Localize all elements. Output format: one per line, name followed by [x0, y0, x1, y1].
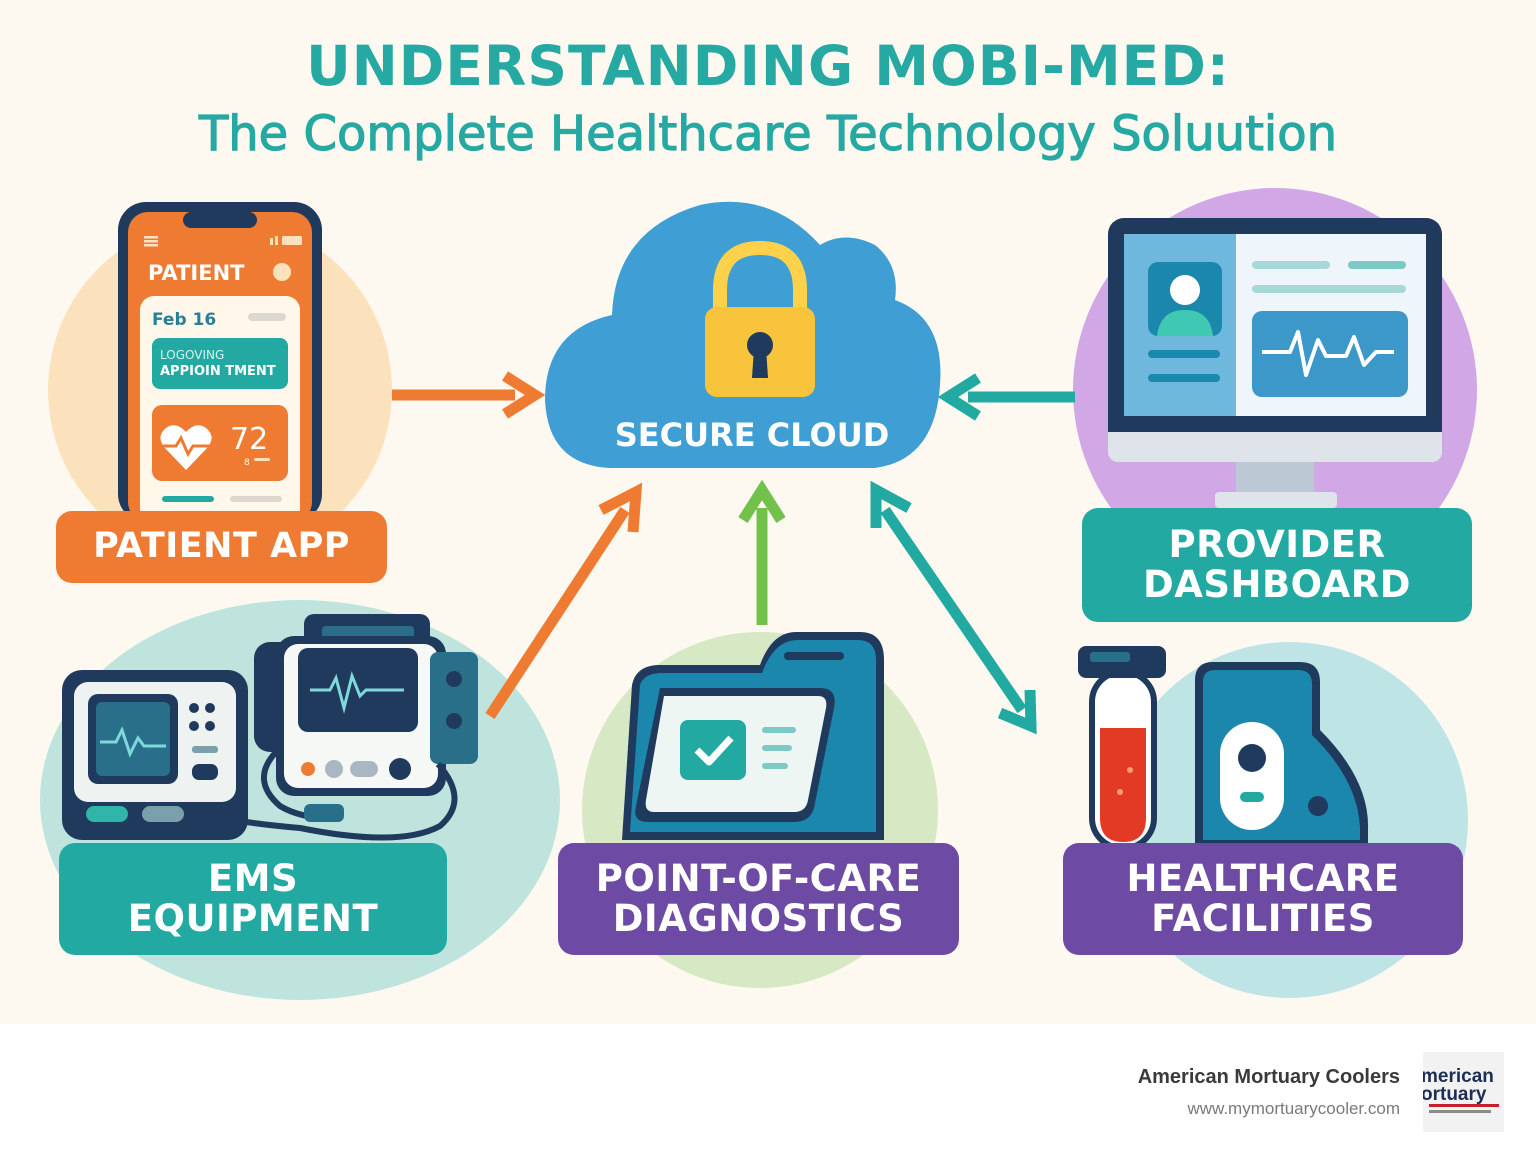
- defibrillator-icon: [199, 614, 478, 841]
- arrow-poc-to-cloud: [738, 479, 786, 625]
- infographic-canvas: SECURE CLOUD PATIENT Feb 16 LOGOVING APP…: [0, 0, 1536, 1024]
- check-icon: [680, 720, 746, 780]
- smartphone-icon: PATIENT Feb 16 LOGOVING APPIOIN TMENT 72…: [118, 202, 322, 522]
- analyzer-machine-icon: [1195, 662, 1369, 848]
- desktop-monitor-icon: [1108, 218, 1442, 508]
- patient-app-label: PATIENT APP: [56, 511, 387, 583]
- provider-dashboard-label-line2: DASHBOARD: [1143, 563, 1411, 606]
- point-of-care-label-line2: DIAGNOSTICS: [612, 897, 905, 940]
- heart-rate-sub: 8: [244, 458, 250, 468]
- company-logo: merican ortuary: [1423, 1052, 1504, 1132]
- logo-text-line2: ortuary: [1423, 1084, 1487, 1105]
- logo-text-line1: merican: [1423, 1066, 1494, 1087]
- patient-app-label-text: PATIENT APP: [93, 526, 350, 567]
- hub-label: SECURE CLOUD: [615, 416, 890, 454]
- ems-monitor-icon: [62, 670, 248, 840]
- ems-equipment-label-line2: EQUIPMENT: [127, 897, 379, 940]
- test-tube-icon: [1078, 646, 1166, 851]
- healthcare-facilities-label: HEALTHCARE FACILITIES: [1063, 843, 1463, 955]
- phone-date: Feb 16: [152, 310, 216, 330]
- logo-accent-bar: [1429, 1104, 1499, 1107]
- footer-url[interactable]: www.mymortuarycooler.com: [1187, 1099, 1400, 1118]
- healthcare-facilities-label-line1: HEALTHCARE: [1126, 857, 1400, 901]
- arrow-ems-to-cloud: [485, 482, 643, 720]
- point-of-care-label: POINT-OF-CARE DIAGNOSTICS: [558, 843, 959, 955]
- logo-tagline-bar: [1429, 1110, 1491, 1113]
- provider-dashboard-label: PROVIDER DASHBOARD: [1082, 508, 1472, 622]
- appointment-line2: APPIOIN TMENT: [160, 364, 276, 379]
- provider-dashboard-label-line1: PROVIDER: [1168, 523, 1386, 567]
- ems-equipment-label: EMS EQUIPMENT: [59, 843, 447, 955]
- secure-cloud-icon: SECURE CLOUD: [545, 201, 941, 469]
- point-of-care-label-line1: POINT-OF-CARE: [595, 857, 922, 901]
- page-subtitle: The Complete Healthcare Technology Soluu…: [198, 105, 1338, 162]
- arrow-patient-to-cloud: [392, 371, 546, 419]
- phone-screen-title: PATIENT: [148, 261, 245, 285]
- profile-icon: [273, 263, 291, 281]
- appointment-card: [152, 338, 288, 389]
- arrow-cloud-facilities: [870, 480, 1037, 735]
- page-title: UNDERSTANDING MOBI-MED:: [306, 34, 1230, 98]
- footer-company-name: American Mortuary Coolers: [1137, 1066, 1400, 1088]
- healthcare-facilities-label-line2: FACILITIES: [1151, 897, 1375, 940]
- ems-equipment-label-line1: EMS: [207, 857, 299, 901]
- padlock-icon: [705, 240, 815, 397]
- appointment-line1: LOGOVING: [160, 348, 224, 362]
- heart-rate-value: 72: [230, 422, 268, 457]
- arrow-provider-to-cloud: [937, 373, 1075, 421]
- diagnostic-device-icon: [622, 632, 884, 840]
